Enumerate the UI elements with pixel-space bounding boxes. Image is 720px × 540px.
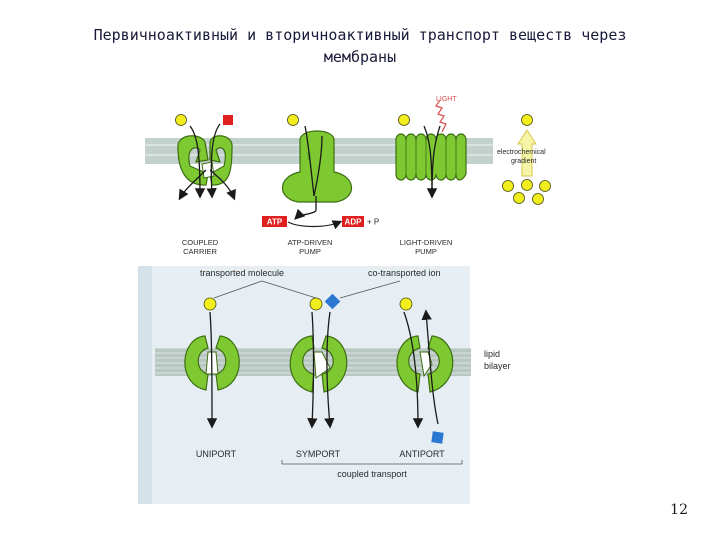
transported-molecule bbox=[175, 114, 187, 126]
light-pump-label-line-1: LIGHT-DRIVEN bbox=[400, 238, 453, 247]
slide-title-line-1: Первичноактивный и вторичноактивный тран… bbox=[93, 26, 627, 44]
symport-carrier: SYMPORT bbox=[289, 293, 348, 459]
atp-badge bbox=[262, 216, 287, 227]
atp-driven-pump: ATP ADP + P bbox=[262, 114, 379, 230]
page-number: 12 bbox=[670, 502, 688, 518]
adp-badge bbox=[342, 216, 364, 227]
atp-label: ATP bbox=[267, 218, 283, 227]
co-transported-ion-label: co-transported ion bbox=[368, 268, 441, 278]
electrochemical-gradient: electrochemical gradient bbox=[497, 114, 551, 205]
atp-pump-label-line-1: ATP-DRIVEN bbox=[288, 238, 333, 247]
coupled-carrier-label-line-2: CARRIER bbox=[183, 247, 217, 256]
bottom-panel: transported molecule co-transported ion … bbox=[138, 266, 511, 504]
light-wave-icon bbox=[435, 99, 447, 133]
coupled-transport-label: coupled transport bbox=[337, 469, 407, 479]
co-transported-ion bbox=[431, 431, 444, 444]
co-transported-particle bbox=[223, 115, 233, 125]
transported-molecule bbox=[287, 114, 299, 126]
top-panel: ATP ADP + P LIGHT electrochemical gradie bbox=[145, 96, 551, 256]
transported-molecule bbox=[398, 114, 410, 126]
antiport-label: ANTIPORT bbox=[399, 449, 445, 459]
symport-label: SYMPORT bbox=[296, 449, 341, 459]
lipid-bilayer-label-line-1: lipid bbox=[484, 349, 500, 359]
uniport-label: UNIPORT bbox=[196, 449, 237, 459]
coupled-carrier-protein bbox=[175, 114, 236, 201]
light-label: LIGHT bbox=[436, 96, 457, 103]
atp-pump-label-line-2: PUMP bbox=[299, 247, 321, 256]
transported-molecule bbox=[309, 297, 323, 311]
adp-label: ADP bbox=[345, 218, 363, 227]
transported-molecule bbox=[203, 297, 217, 311]
lipid-bilayer-label-line-2: bilayer bbox=[484, 361, 511, 371]
gradient-arrow-icon bbox=[517, 129, 537, 177]
slide-title-line-2: мембраны bbox=[323, 48, 397, 66]
transported-molecule-label: transported molecule bbox=[200, 268, 284, 278]
transported-molecule bbox=[399, 297, 413, 311]
gradient-label-line-2: gradient bbox=[511, 158, 536, 165]
gradient-label-line-1: electrochemical bbox=[497, 149, 546, 156]
coupled-carrier-label-line-1: COUPLED bbox=[182, 238, 219, 247]
uniport-carrier: UNIPORT bbox=[184, 297, 240, 459]
slide-title: Первичноактивный и вторичноактивный тран… bbox=[40, 24, 680, 68]
light-driven-pump: LIGHT bbox=[395, 96, 467, 199]
phosphate-label: + P bbox=[367, 218, 379, 227]
light-pump-label-line-2: PUMP bbox=[415, 247, 437, 256]
antiport-carrier: ANTIPORT bbox=[396, 297, 454, 459]
